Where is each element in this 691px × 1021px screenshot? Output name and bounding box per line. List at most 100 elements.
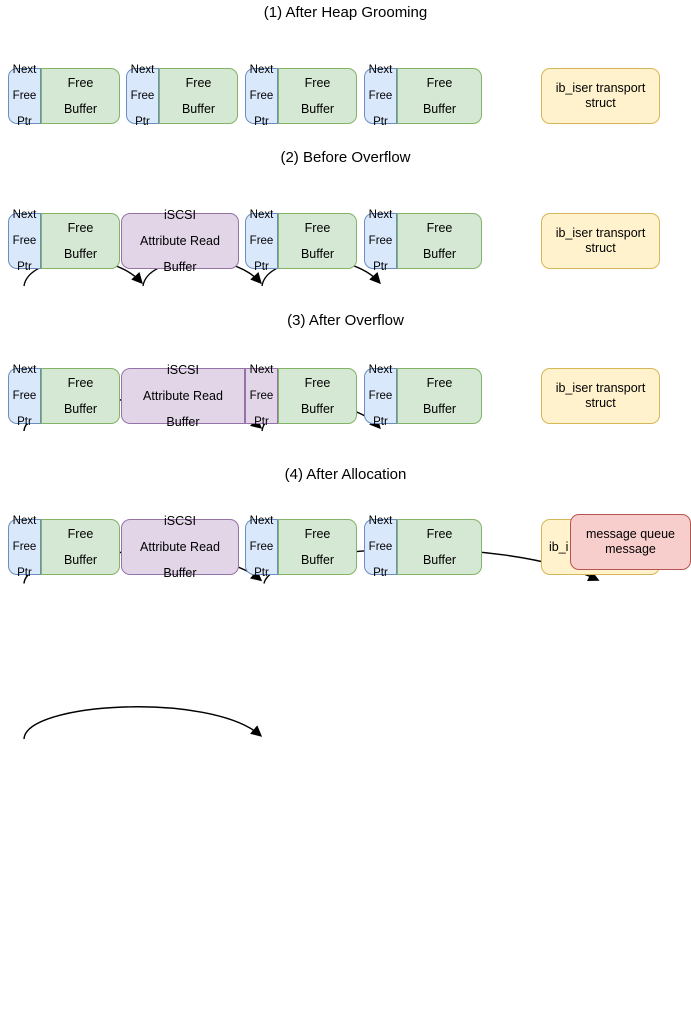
- msgq-label-line2: message: [605, 542, 656, 556]
- ptr-label-line1: Next: [368, 63, 393, 76]
- iscsi-label-line1: iSCSI: [167, 362, 199, 377]
- ptr-label-line2: Free: [368, 234, 393, 247]
- ptr-label-line1: Next: [249, 514, 274, 527]
- ptr-label-line2: Free: [368, 389, 393, 402]
- buffer-label-line1: Free: [67, 375, 94, 390]
- buffer-label-line1: Free: [67, 220, 94, 235]
- buffer-label-line1: Free: [426, 75, 453, 90]
- msgq-label-line1: message queue: [586, 527, 675, 541]
- buffer-label-line2: Buffer: [181, 101, 216, 116]
- iser-label-line2: struct: [585, 396, 616, 410]
- ptr-label-line3: Ptr: [17, 260, 32, 273]
- ptr-label-line3: Ptr: [254, 260, 269, 273]
- buffer-label-line1: Free: [304, 375, 331, 390]
- ptr-label-line3: Ptr: [373, 566, 388, 579]
- buffer-label-line1: Free: [67, 526, 94, 541]
- ptr-label-line2: Free: [12, 389, 37, 402]
- iscsi-label-line1: iSCSI: [164, 513, 196, 528]
- panel-title: (2) Before Overflow: [280, 149, 411, 166]
- ptr-label-line1: Next: [368, 208, 393, 221]
- panel-title: (4) After Allocation: [284, 466, 407, 483]
- iscsi-label-line2: Attribute Read: [140, 233, 220, 248]
- ptr-label-line1: Next: [368, 363, 393, 376]
- buffer-label-line1: Free: [185, 75, 212, 90]
- ptr-label-line1: Next: [12, 208, 37, 221]
- buffer-label-line2: Buffer: [63, 246, 98, 261]
- ptr-label-line1: Next: [249, 63, 274, 76]
- buffer-label-line2: Buffer: [63, 401, 98, 416]
- buffer-label-line2: Buffer: [300, 246, 335, 261]
- iser-label-line1: ib_iser transport: [555, 81, 646, 95]
- ptr-label-line1: Next: [368, 514, 393, 527]
- iscsi-label-line1: iSCSI: [164, 207, 196, 222]
- ptr-label-line3: Ptr: [254, 115, 269, 128]
- buffer-label-line2: Buffer: [422, 552, 457, 567]
- buffer-label-line2: Buffer: [300, 401, 335, 416]
- buffer-label-line1: Free: [67, 75, 94, 90]
- buffer-label-line1: Free: [426, 220, 453, 235]
- ptr-label-line1: Next: [249, 363, 274, 376]
- buffer-label-line2: Buffer: [63, 101, 98, 116]
- ptr-label-line2: Free: [249, 89, 274, 102]
- ptr-label-line3: Ptr: [17, 566, 32, 579]
- iser-label-line1: ib_iser transport: [555, 381, 646, 395]
- ptr-label-line3: Ptr: [254, 566, 269, 579]
- iscsi-label-line3: Buffer: [163, 565, 197, 580]
- iser-label-line2: struct: [585, 241, 616, 255]
- buffer-label-line2: Buffer: [422, 246, 457, 261]
- ptr-label-line2: Free: [249, 540, 274, 553]
- ptr-label-line1: Next: [12, 363, 37, 376]
- iscsi-label-line3: Buffer: [166, 414, 200, 429]
- buffer-label-line2: Buffer: [300, 101, 335, 116]
- ptr-label-line2: Free: [249, 234, 274, 247]
- ptr-label-line1: Next: [12, 63, 37, 76]
- ptr-label-line1: Next: [249, 208, 274, 221]
- buffer-label-line1: Free: [304, 220, 331, 235]
- iser-truncated-label: ib_i: [549, 539, 569, 554]
- ptr-label-line2: Free: [12, 540, 37, 553]
- ptr-label-line3: Ptr: [373, 115, 388, 128]
- ptr-label-line1: Next: [12, 514, 37, 527]
- iscsi-label-line2: Attribute Read: [143, 388, 223, 403]
- iscsi-label-line2: Attribute Read: [140, 539, 220, 554]
- buffer-label-line1: Free: [304, 526, 331, 541]
- buffer-label-line1: Free: [304, 75, 331, 90]
- buffer-label-line2: Buffer: [422, 101, 457, 116]
- ptr-label-line3: Ptr: [373, 260, 388, 273]
- ptr-label-line2: Free: [368, 540, 393, 553]
- ptr-label-line3: Ptr: [135, 115, 150, 128]
